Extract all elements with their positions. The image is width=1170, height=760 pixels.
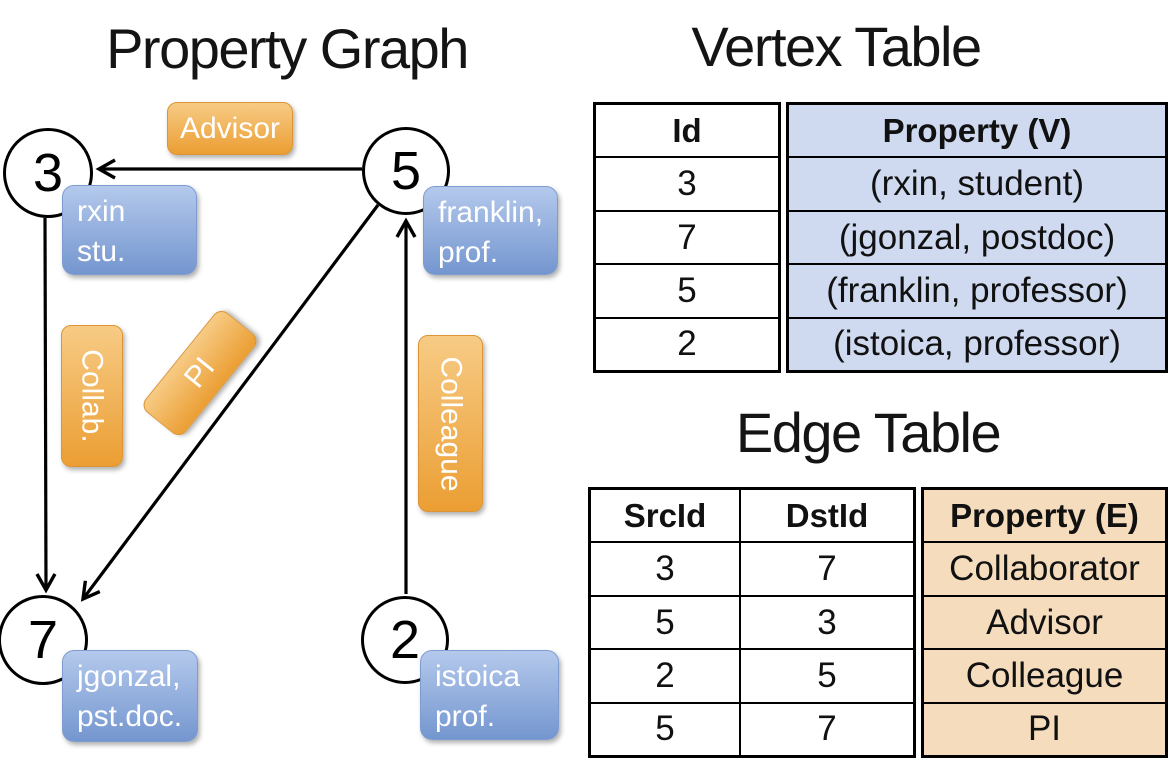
edge-table-property-column: Property (E) Collaborator Advisor Collea… (921, 487, 1168, 758)
vertex-property-box-2: istoica prof. (420, 650, 559, 740)
edge-label-collab: Collab. (61, 325, 123, 467)
vertex-table-property-cell: (franklin, professor) (789, 263, 1165, 316)
edge-table-src-header: SrcId (591, 490, 741, 542)
vertex-property-box-3: rxin stu. (62, 185, 197, 275)
vertex-node-3-id: 3 (32, 143, 64, 203)
edge-table-src-cell: 2 (591, 650, 741, 702)
vertex-table-id-header: Id (672, 111, 702, 149)
edge-table-dst-header: DstId (785, 496, 869, 534)
edge-table-header-row: SrcId DstId (591, 490, 913, 542)
edge-table-src-cell: 5 (591, 703, 741, 756)
vertex-table-property-cell: (istoica, professor) (789, 316, 1165, 370)
vertex-table-property-column: Property (V) (rxin, student) (jgonzal, p… (786, 102, 1168, 373)
edge-table-row: 2 5 (591, 648, 913, 702)
vertex-table-id-cell: 3 (596, 156, 778, 209)
edge-label-collab-text: Collab. (76, 349, 110, 443)
edge-label-advisor: Advisor (167, 102, 293, 155)
edge-table-property-cell: Advisor (924, 594, 1165, 648)
edge-table-dst-cell: 7 (817, 549, 837, 589)
edge-table-row: 3 7 (591, 541, 913, 595)
edge-label-colleague: Colleague (418, 335, 483, 512)
vertex-property-box-7: jgonzal, pst.doc. (62, 650, 198, 742)
vertex-property-box-7-line2: pst.doc. (77, 700, 183, 733)
vertex-table-property-header: Property (V) (882, 111, 1072, 149)
vertex-table-property-cell: (jgonzal, postdoc) (789, 209, 1165, 263)
vertex-property-box-5: franklin, prof. (423, 186, 558, 275)
vertex-property-box-2-line2: prof. (435, 700, 496, 733)
edge-table-src-cell: 5 (591, 596, 741, 649)
edge-table-property-cell: PI (924, 701, 1165, 755)
edge-table-src-dst-columns: SrcId DstId 3 7 5 3 2 5 5 7 (588, 487, 916, 758)
property-graph-title: Property Graph (106, 17, 469, 80)
edge-table-dst-cell: 5 (817, 655, 837, 695)
vertex-node-3: 3 (3, 128, 93, 218)
vertex-property-box-5-line2: prof. (438, 236, 499, 269)
edge-label-colleague-text: Colleague (434, 355, 468, 492)
vertex-table-title: Vertex Table (691, 15, 982, 78)
vertex-node-7-id: 7 (27, 610, 59, 670)
edge-arrow-3-to-7 (35, 217, 57, 594)
vertex-table-id-cell: 2 (596, 316, 778, 370)
vertex-property-box-3-line1: rxin (77, 195, 126, 228)
vertex-table-id-cell: 5 (596, 263, 778, 316)
vertex-property-box-7-line1: jgonzal, (77, 660, 181, 693)
edge-table-dst-cell: 3 (817, 602, 837, 642)
edge-table-property-cell: Colleague (924, 648, 1165, 701)
edge-table-property-cell: Collaborator (924, 541, 1165, 594)
edge-label-pi: PI (139, 306, 261, 440)
edge-table-dst-cell: 7 (817, 709, 837, 749)
vertex-property-box-3-line2: stu. (77, 235, 126, 268)
edge-label-pi-text: PI (177, 351, 222, 395)
vertex-node-5-id: 5 (390, 141, 422, 201)
vertex-table-id-column: Id 3 7 5 2 (593, 102, 781, 373)
vertex-table-id-cell: 7 (596, 209, 778, 263)
edge-label-advisor-text: Advisor (179, 111, 281, 145)
vertex-table-property-cell: (rxin, student) (789, 156, 1165, 209)
edge-table-src-cell: 3 (591, 543, 741, 595)
edge-table-title: Edge Table (735, 401, 1002, 464)
vertex-property-box-2-line1: istoica (435, 660, 521, 693)
edge-table-property-header: Property (E) (950, 496, 1139, 534)
vertex-property-box-5-line1: franklin, (438, 196, 544, 229)
edge-table-row: 5 3 (591, 594, 913, 649)
vertex-node-2-id: 2 (389, 610, 421, 670)
edge-table-row: 5 7 (591, 701, 913, 756)
vertex-node-5: 5 (362, 127, 450, 215)
